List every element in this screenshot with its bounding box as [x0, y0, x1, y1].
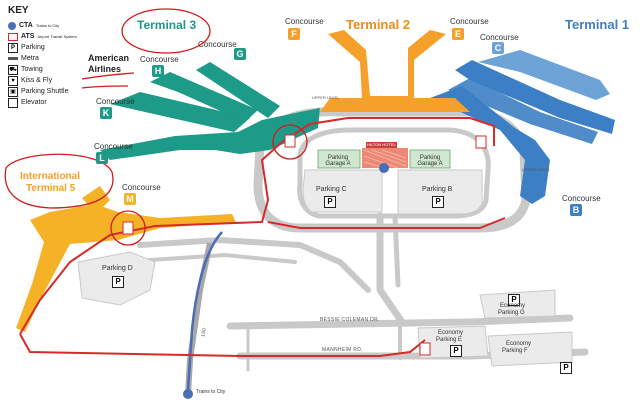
parking-e-line1: Economy [438, 330, 464, 336]
parking-b-lot [397, 169, 483, 215]
concourse-g-badge: G [234, 48, 246, 60]
ats-stop-circle-t3 [272, 124, 308, 160]
concourse-m-badge: M [124, 193, 136, 205]
concourse-b-label: Concourse [562, 194, 601, 203]
concourse-l-badge: L [96, 152, 108, 164]
cta-line [186, 231, 223, 391]
parking-icon: P [8, 42, 18, 53]
metra-icon [8, 57, 18, 60]
parking-f-icon: P [560, 362, 572, 374]
ats-line [19, 117, 495, 335]
concourse-l-label: Concourse [94, 142, 133, 151]
parking-g-icon: P [508, 294, 520, 306]
key-item-towing: ⛟ Towing [8, 64, 43, 75]
parking-e-line2: Parking E [436, 337, 463, 343]
american-underline [81, 72, 135, 80]
key-item-parking-shuttle: ▣ Parking Shuttle [8, 86, 77, 97]
concourse-h-label: Concourse [140, 55, 179, 64]
parking-b-label: Parking B [422, 186, 453, 193]
mannheim-label: MANNHEIM RD. [322, 347, 363, 353]
concourse-c-badge: C [492, 42, 504, 54]
cta-trains-marker [183, 389, 193, 399]
concourse-m-label: Concourse [122, 183, 161, 192]
terminal-1-concourse-c [478, 50, 610, 100]
parking-d-label: Parking D [102, 265, 133, 272]
concourse-k-label: Concourse [96, 97, 135, 106]
concourse-e-label: Concourse [450, 17, 489, 26]
handwritten-annotations [4, 8, 308, 246]
cta-station-marker [379, 163, 389, 173]
cta-train-icon [8, 21, 16, 30]
trains-to-city-label: Trains to City [196, 389, 226, 395]
concourse-g-label: Concourse [198, 40, 237, 49]
terminal-3-label: Terminal 3 [137, 18, 197, 32]
garage-a-left [317, 149, 361, 169]
concourse-b-badge: B [570, 204, 582, 216]
lower-level-label: LOWER LEVEL [522, 167, 551, 172]
ats-transit-icon [8, 32, 18, 41]
key-item-metra: Metra [8, 53, 77, 64]
concourse-k-badge: K [100, 107, 112, 119]
key-item-cta: CTA Trains to City [8, 20, 77, 31]
parking-shuttle-icon: ▣ [8, 86, 18, 97]
terminal-5-label-line1: International [20, 171, 81, 182]
parking-g-line2: Parking G [498, 310, 525, 316]
terminal-5-shape [16, 186, 236, 332]
american-airlines-line1: American [88, 53, 130, 63]
elevator-icon [8, 97, 18, 108]
terminal-3-shape [100, 62, 320, 160]
parking-c-lot [302, 169, 383, 213]
parking-e-icon: P [450, 345, 462, 357]
key-legend: CTA Trains to City ATS Airport Transit S… [8, 20, 77, 108]
parking-f-lot [487, 331, 573, 367]
parking-b-icon: P [432, 196, 444, 208]
concourse-f-label: Concourse [285, 17, 324, 26]
terminal-1-label: Terminal 1 [565, 17, 630, 32]
key-title: KEY [8, 5, 29, 16]
key-item-kiss-fly: ♥ Kiss & Fly [8, 75, 77, 86]
i190-road [185, 242, 213, 396]
kiss-fly-icon: ♥ [8, 75, 18, 86]
concourse-h-badge: H [152, 65, 164, 77]
garage-a-right [409, 149, 451, 169]
parking-c-label: Parking C [316, 186, 347, 193]
garage-a-left-label: Parking Garage A [325, 155, 351, 167]
bessie-coleman-label: BESSIE COLEMAN DR. [320, 317, 380, 323]
parking-e-lot [417, 325, 489, 359]
ats-stop-circle-t5 [110, 210, 146, 246]
terminal-5-label-line2: Terminal 5 [26, 183, 76, 194]
parking-f-line2: Parking F [502, 348, 528, 354]
concourse-e-badge: E [452, 28, 464, 40]
key-item-elevator: Elevator [8, 97, 77, 108]
hotel-label: HILTON HOTEL [366, 142, 397, 148]
ats-stations [122, 134, 487, 356]
upper-level-label: UPPER LEVEL [312, 95, 340, 100]
parking-d-icon: P [112, 276, 124, 288]
concourse-c-label: Concourse [480, 33, 519, 42]
terminal-1-shape [430, 60, 615, 204]
american-airlines-line2: Airlines [88, 64, 122, 74]
key-item-parking: P Parking [8, 42, 77, 53]
terminal-2-label: Terminal 2 [346, 17, 411, 32]
terminal-2-shape [320, 30, 470, 112]
parking-g-line1: Economy [500, 303, 526, 309]
key-item-ats: ATS Airport Transit System [8, 31, 77, 42]
parking-c-icon: P [324, 196, 336, 208]
terminal-3-circle [121, 8, 211, 54]
concourse-f-badge: F [288, 28, 300, 40]
parking-f-line1: Economy [506, 341, 532, 347]
towing-icon: ⛟ [8, 64, 18, 75]
terminal-5-circle [4, 153, 114, 209]
garage-a-right-label: Parking Garage A [417, 155, 443, 167]
